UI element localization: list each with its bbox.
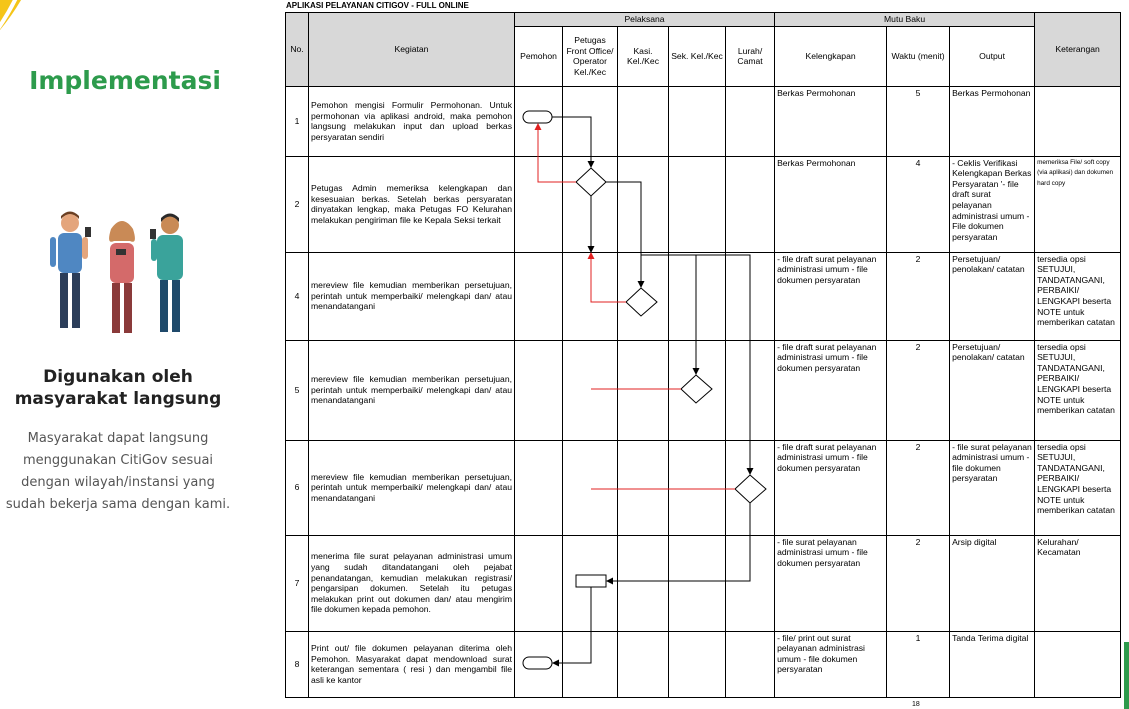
row-output: Tanda Terima digital — [949, 630, 1036, 698]
row-output: Berkas Permohonan — [949, 85, 1036, 157]
row-keterangan: tersedia opsi SETUJUI, TANDATANGANI, PER… — [1034, 339, 1122, 441]
row-waktu: 2 — [886, 251, 951, 341]
header-waktu: Waktu (menit) — [886, 25, 951, 87]
header-kelengkapan: Kelengkapan — [774, 25, 888, 87]
row-waktu: 2 — [886, 439, 951, 536]
decorative-wave-icon — [0, 0, 22, 30]
table-row: 6 mereview file kemudian memberikan pers… — [285, 439, 1122, 536]
row-no: 8 — [285, 630, 309, 698]
row-waktu: 5 — [886, 85, 951, 157]
table-row: 8 Print out/ file dokumen pelayanan dite… — [285, 630, 1122, 698]
row-kegiatan: Pemohon mengisi Formulir Permohonan. Unt… — [308, 85, 515, 157]
row-waktu: 4 — [886, 155, 951, 253]
row-kegiatan: mereview file kemudian memberikan perset… — [308, 439, 515, 536]
header-output: Output — [949, 25, 1036, 87]
row-no: 5 — [285, 339, 309, 441]
row-kelengkapan: - file draft surat pelayanan administras… — [774, 251, 888, 341]
row-keterangan: tersedia opsi SETUJUI, TANDATANGANI, PER… — [1034, 251, 1122, 341]
table-row: 7 menerima file surat pelayanan administ… — [285, 534, 1122, 632]
row-kelengkapan: Berkas Permohonan — [774, 85, 888, 157]
row-kelengkapan: - file draft surat pelayanan administras… — [774, 339, 888, 441]
table-row: 4 mereview file kemudian memberikan pers… — [285, 251, 1122, 341]
row-keterangan: memeriksa File/ soft copy (via aplikasi)… — [1034, 155, 1122, 253]
header-pelaksana: Pelaksana — [513, 12, 776, 27]
row-kegiatan: mereview file kemudian memberikan perset… — [308, 339, 515, 441]
row-output: - file surat pelayanan administrasi umum… — [949, 439, 1036, 536]
accent-bar — [1124, 642, 1129, 709]
header-kegiatan: Kegiatan — [308, 12, 515, 87]
header-no: No. — [285, 12, 309, 87]
row-no: 6 — [285, 439, 309, 536]
row-keterangan — [1034, 85, 1122, 157]
header-sek: Sek. Kel./Kec — [668, 25, 726, 87]
header-keterangan: Keterangan — [1034, 12, 1122, 87]
description: Masyarakat dapat langsung menggunakan Ci… — [5, 431, 231, 512]
row-keterangan — [1034, 630, 1122, 698]
row-waktu: 1 — [886, 630, 951, 698]
table-row: 2 Petugas Admin memeriksa kelengkapan da… — [285, 155, 1122, 253]
row-keterangan: Kelurahan/ Kecamatan — [1034, 534, 1122, 632]
left-panel: Implementasi Digunakan oleh masyarakat l… — [0, 0, 240, 709]
document-title: APLIKASI PELAYANAN CITIGOV - FULL ONLINE — [286, 1, 469, 10]
header-mutu-baku: Mutu Baku — [774, 12, 1036, 27]
people-with-phones-illustration — [50, 211, 183, 333]
row-kegiatan: menerima file surat pelayanan administra… — [308, 534, 515, 632]
row-waktu: 2 — [886, 339, 951, 441]
row-kelengkapan: - file/ print out surat pelayanan admini… — [774, 630, 888, 698]
row-no: 4 — [285, 251, 309, 341]
row-kegiatan: Petugas Admin memeriksa kelengkapan dan … — [308, 155, 515, 253]
header-lurah: Lurah/ Camat — [724, 25, 776, 87]
table-row: 1 Pemohon mengisi Formulir Permohonan. U… — [285, 85, 1122, 157]
header-petugas: Petugas Front Office/ Operator Kel./Kec — [562, 25, 618, 87]
sop-table: No. Kegiatan Pelaksana Mutu Baku Keteran… — [285, 12, 1122, 698]
row-keterangan: tersedia opsi SETUJUI, TANDATANGANI, PER… — [1034, 439, 1122, 536]
row-output: - Ceklis Verifikasi Kelengkapan Berkas P… — [949, 155, 1036, 253]
row-kegiatan: mereview file kemudian memberikan perset… — [308, 251, 515, 341]
header-kasi: Kasi. Kel./Kec — [617, 25, 669, 87]
heading: Digunakan oleh masyarakat langsung — [14, 367, 222, 409]
header-pemohon: Pemohon — [514, 25, 563, 87]
row-output: Persetujuan/ penolakan/ catatan — [949, 251, 1036, 341]
row-kelengkapan: - file surat pelayanan administrasi umum… — [774, 534, 888, 632]
row-kelengkapan: - file draft surat pelayanan administras… — [774, 439, 888, 536]
row-output: Arsip digital — [949, 534, 1036, 632]
page-number: 18 — [912, 701, 920, 708]
section-title: Implementasi — [29, 66, 221, 95]
row-kegiatan: Print out/ file dokumen pelayanan diteri… — [308, 630, 515, 698]
row-no: 1 — [285, 85, 309, 157]
row-waktu: 2 — [886, 534, 951, 632]
row-kelengkapan: Berkas Permohonan — [774, 155, 888, 253]
row-no: 2 — [285, 155, 309, 253]
row-no: 7 — [285, 534, 309, 632]
table-row: 5 mereview file kemudian memberikan pers… — [285, 339, 1122, 441]
row-output: Persetujuan/ penolakan/ catatan — [949, 339, 1036, 441]
